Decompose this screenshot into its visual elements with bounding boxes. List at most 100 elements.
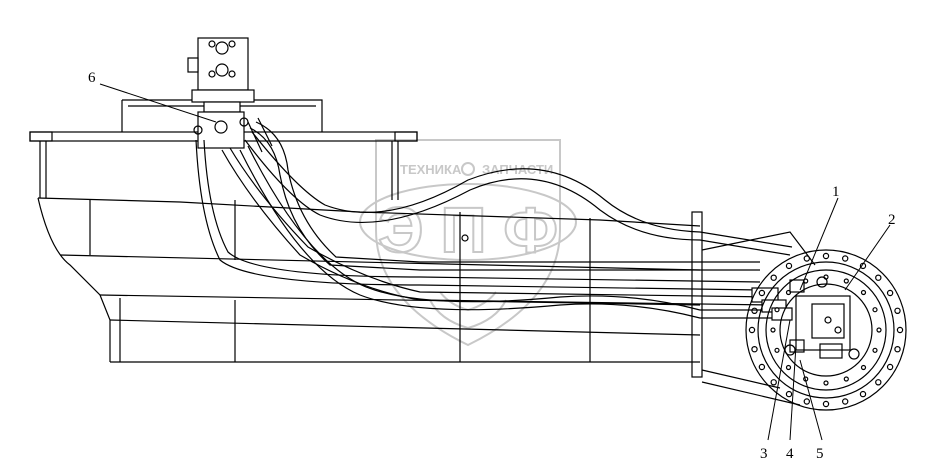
watermark-gear-icon (461, 162, 475, 176)
callout-4: 4 (786, 446, 794, 462)
hub-bolt-hole (803, 255, 811, 262)
leader-1 (799, 197, 839, 291)
hoses (195, 117, 793, 321)
motor-port-center-top (215, 41, 229, 55)
mount-plate (691, 211, 703, 378)
hub-inner-bolt-hole (860, 364, 867, 371)
hub-valve-side (819, 343, 843, 359)
top-motor-unit (187, 37, 255, 149)
hub-bolt-hole (751, 307, 758, 314)
callout-1: 1 (832, 184, 840, 200)
hub-inner-bolt-hole (774, 307, 780, 313)
motor-port-top-left (208, 40, 216, 48)
hub-bolt-hole (859, 390, 867, 398)
watermark-top-text: ТЕХНИКА (400, 162, 462, 177)
hub-valve-bottom (789, 339, 805, 353)
hose-e-inner (255, 121, 760, 263)
motor-flange (191, 89, 255, 103)
machine-frame (29, 99, 816, 406)
motor-port-bottom-right (228, 70, 236, 78)
hub-bolt-hole (886, 363, 894, 371)
hub-ring-3 (765, 269, 887, 391)
hub-bolt-hole (770, 379, 777, 386)
hub-inner-bolt-hole (774, 347, 780, 353)
hub-valve-top (789, 279, 805, 293)
hub-bolt-hole (894, 307, 901, 314)
hub-inner-bolt-hole (785, 364, 792, 371)
leader-6 (99, 83, 217, 123)
hub-motor-face (811, 303, 845, 339)
mount-arm (701, 231, 816, 406)
hose-c-outer (244, 139, 791, 256)
watermark: ТЕХНИКА ЗАПЧАСТИ ЭПФ (359, 139, 577, 347)
frame-body-left (37, 197, 111, 362)
leader-3 (767, 319, 791, 441)
motor-port-center-bottom (215, 63, 229, 77)
hub-inner-bolt-hole (872, 347, 878, 353)
hose-clamp-icon (461, 234, 469, 242)
leader-5 (799, 359, 823, 441)
leader-2 (844, 224, 891, 291)
left-post (39, 141, 47, 198)
hub-inner-bolt-hole (843, 278, 849, 284)
hub-bolt-hole (758, 363, 766, 371)
hub-outer-ring (745, 249, 907, 411)
motor-port-bottom-left (208, 70, 216, 78)
hub-fitting-top (816, 276, 828, 288)
hose-e-outer (249, 127, 760, 271)
callout-3: 3 (760, 446, 768, 462)
hub-inner-bolt-hole (770, 327, 776, 333)
hose-a-inner (203, 139, 761, 283)
watermark-shield (375, 139, 561, 347)
hub-bolt-hole (770, 274, 777, 281)
hub-fitting-right (848, 348, 860, 360)
top-platform-lip (29, 131, 53, 142)
hub-bolt-hole (822, 252, 830, 260)
hose-c-inner (251, 131, 793, 248)
right-post (391, 141, 399, 200)
frame-body-mid (59, 254, 701, 271)
valve-fitting-left (193, 125, 203, 135)
hub-inner-bolt-hole (876, 327, 882, 333)
hub-inner-bolt-hole (843, 376, 849, 382)
hub-bolt-hole (896, 326, 904, 334)
hub-bolt-hole (842, 398, 849, 405)
callout-6: 6 (88, 70, 96, 86)
hub-bolt-hole (894, 346, 901, 353)
valve-block (197, 111, 245, 149)
hub-motor-block (795, 295, 851, 351)
hub-bolt-hole (785, 262, 793, 270)
hose-fitting-3 (771, 307, 793, 321)
hub-bolt-hole (875, 379, 882, 386)
hub-bolt-hole (886, 289, 894, 297)
hose-thick-end (247, 117, 273, 153)
motor-side-block (187, 57, 199, 73)
hub-bolt-hole (758, 289, 766, 297)
motor-neck (203, 101, 241, 113)
callout-2: 2 (888, 212, 896, 228)
watermark-top-text-right: ЗАПЧАСТИ (482, 162, 553, 177)
motor-port-top-right (228, 40, 236, 48)
frame-body-mid2 (99, 294, 701, 306)
valve-fitting-center (214, 120, 228, 134)
hose-b-outer (221, 149, 771, 306)
hub-bolt-hole (842, 255, 849, 262)
hub-inner-bolt-hole (872, 307, 878, 313)
top-platform-lip-right (394, 131, 418, 142)
hub-bolt-hole (748, 326, 756, 334)
hub-bolt-hole (751, 346, 758, 353)
leader-lines (99, 83, 891, 441)
hub-bolt-hole (785, 390, 793, 398)
hose-d-outer (239, 149, 785, 319)
hub-bolt-hole (822, 400, 830, 408)
frame-body-low (109, 319, 701, 336)
watermark-logo-letters: ЭПФ (378, 194, 558, 266)
hub-motor-port-1 (824, 316, 832, 324)
hub-bolt-hole (875, 274, 882, 281)
hose-b-inner (229, 147, 771, 298)
callout-5: 5 (816, 446, 824, 462)
callout-labels: 1 2 3 4 5 6 (88, 70, 896, 462)
hose-a-outer (195, 139, 761, 291)
hub-inner-bolt-hole (823, 380, 829, 386)
